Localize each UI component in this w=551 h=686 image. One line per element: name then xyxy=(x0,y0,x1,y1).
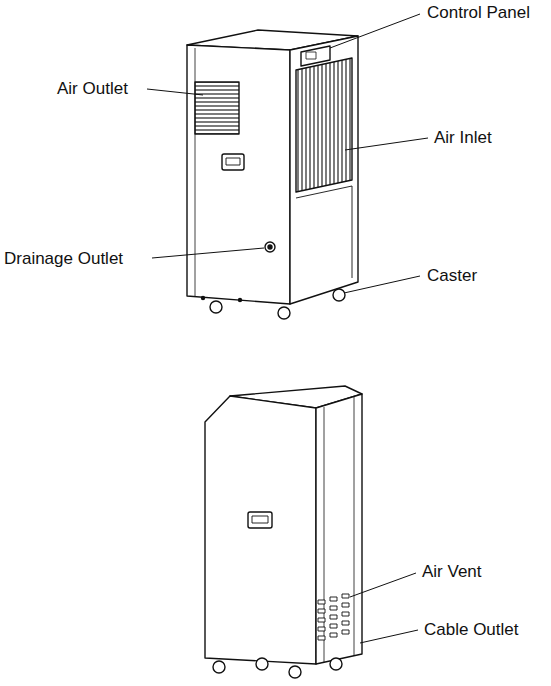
caster xyxy=(330,658,342,670)
side-face xyxy=(316,394,362,664)
caster xyxy=(213,661,225,673)
part-label: Caster xyxy=(427,266,477,286)
caster xyxy=(210,301,222,313)
caster xyxy=(256,658,268,670)
part-label: Air Inlet xyxy=(434,128,492,148)
handle xyxy=(222,154,244,170)
caster xyxy=(333,289,345,301)
part-label: Air Outlet xyxy=(57,79,128,99)
drainage-outlet xyxy=(265,242,275,252)
caster xyxy=(278,307,290,319)
caster xyxy=(289,666,301,678)
part-label: Control Panel xyxy=(427,3,530,23)
air-vent xyxy=(318,594,349,640)
front-face xyxy=(290,36,358,304)
part-label: Air Vent xyxy=(422,562,482,582)
leader-lines xyxy=(147,14,428,643)
part-label: Drainage Outlet xyxy=(4,249,123,269)
air-outlet-grille xyxy=(195,82,239,134)
part-label: Cable Outlet xyxy=(424,620,519,640)
side-face xyxy=(187,45,290,304)
air-inlet-grille xyxy=(296,58,352,192)
handle xyxy=(248,512,272,528)
back-face xyxy=(205,396,316,664)
